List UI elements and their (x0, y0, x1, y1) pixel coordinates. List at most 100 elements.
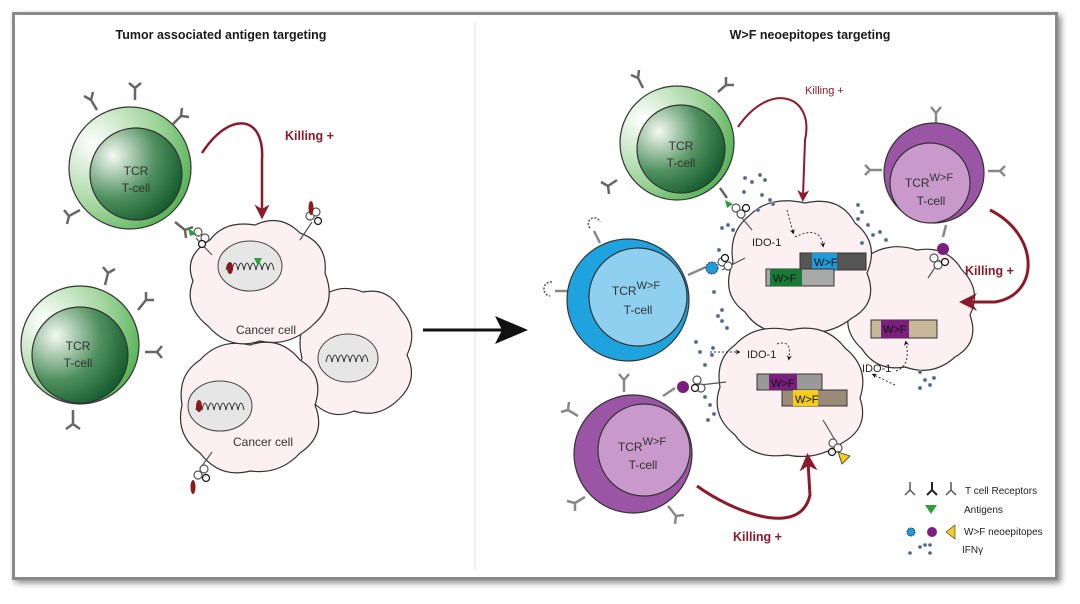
antigen-marker-red (308, 201, 314, 215)
ifn-dot (719, 318, 725, 324)
neoepitope-purple-icon (937, 243, 949, 255)
right-tcell-purple-bottom: TCRW>F T-cell (560, 373, 851, 525)
dna-strand (195, 402, 245, 411)
left-panel-title: Tumor associated antigen targeting (116, 28, 327, 42)
ifn-dot (697, 349, 703, 355)
tcell-label: TCRW>F (905, 172, 953, 190)
right-tcell-blue: TCRW>F T-cell (543, 217, 746, 362)
ido-1-label: IDO-1 (752, 237, 781, 249)
ifn-gamma-dots (693, 172, 937, 423)
ifn-dot (757, 172, 763, 178)
t-cell-receptor-icon (65, 266, 163, 431)
t-cell-receptor-icon (63, 82, 194, 239)
cancer-cell-label: Cancer cell (233, 435, 293, 449)
tcell-label: TCR (66, 339, 91, 353)
tcell-label: TCRW>F (618, 436, 666, 454)
cancer-cell-label: Cancer cell (236, 323, 296, 337)
tcell-label: T-cell (122, 181, 151, 195)
ifn-dot (859, 240, 865, 246)
wf-segment-purple (881, 320, 909, 338)
ifn-dot (719, 307, 725, 313)
wf-label: W>F (883, 324, 907, 336)
ifn-dot (693, 339, 699, 345)
antigen-marker-red (227, 262, 233, 274)
t-cell-receptor-icon (560, 373, 685, 525)
killing-label: Killing + (965, 264, 1014, 278)
tcell-label: T-cell (64, 356, 93, 370)
t-cell-receptor-icons (904, 482, 957, 496)
ifn-dot (859, 209, 865, 215)
dna-strand (225, 262, 275, 271)
tcell-label: TCRW>F (612, 280, 660, 298)
killing-label: Killing + (733, 530, 782, 544)
ifn-dot (927, 382, 933, 388)
antigen-triangle-icon (725, 200, 733, 208)
right-panel-title: W>F neoepitopes targeting (730, 28, 891, 42)
ifn-dot (931, 375, 937, 381)
killing-arrow (737, 97, 810, 202)
ifn-dot (741, 189, 747, 195)
ifn-dot (711, 289, 717, 295)
neoepitope-purple-icon (677, 381, 689, 393)
neoepitope-blue-icon (705, 261, 719, 275)
ifn-dot (865, 222, 871, 228)
ifn-dot (759, 192, 765, 198)
antigen-triangle-icon (188, 228, 197, 236)
ifn-dot (917, 369, 923, 375)
ifn-dot (762, 177, 768, 183)
ido-1-label: IDO-1 (747, 349, 776, 361)
ifn-dot (877, 229, 883, 235)
legend-label: W>F neoepitopes (964, 527, 1043, 538)
legend-label: IFNγ (962, 545, 983, 556)
ifn-dot (725, 222, 731, 228)
t-cell-receptor-icon (600, 69, 734, 199)
ifn-dots-icon (908, 543, 932, 555)
antigen-triangle-icon (925, 505, 937, 514)
left-cancer-cluster: Cancer cell Cancer cell (179, 201, 413, 494)
nucleus (187, 380, 253, 432)
ifn-dot (702, 362, 708, 368)
nucleus (317, 333, 379, 383)
ifn-dot (702, 394, 708, 400)
neoepitope-blue-icon (906, 527, 916, 537)
killing-arrow (696, 453, 818, 520)
ifn-dot (755, 207, 761, 213)
wf-label: W>F (795, 394, 819, 406)
ifn-dot (707, 402, 713, 408)
killing-label: Killing + (805, 85, 844, 97)
mhc-complex-icon (717, 253, 746, 271)
t-cell-receptor-icon (555, 230, 707, 293)
ifn-dot (710, 345, 716, 351)
right-cancer-cluster: IDO-1 IDO-1 IDO-1 W>F W>F W>F W>F W>F (710, 200, 976, 458)
neoepitope-yellow-icon (945, 524, 956, 540)
ifn-dot (730, 227, 736, 233)
wf-label: W>F (814, 257, 838, 269)
wf-segment-yellow (793, 390, 818, 406)
right-tcell-purple-top: TCRW>F T-cell (864, 106, 1006, 279)
ifn-dot (917, 385, 923, 391)
nucleus (217, 240, 283, 292)
tcell-label: TCR (669, 139, 694, 153)
antigen-marker-red (196, 400, 202, 412)
legend-label: Antigens (964, 505, 1003, 516)
killing-arrow (959, 208, 1030, 311)
antigen-marker-red (190, 480, 196, 494)
ifn-dot (870, 232, 876, 238)
ifn-dot (716, 247, 722, 253)
wf-segment-green (770, 269, 802, 286)
ifn-dot (922, 377, 928, 383)
neoepitope-purple-icon (927, 527, 937, 537)
killing-arrow (200, 122, 270, 220)
wf-label: W>F (773, 273, 797, 285)
ifn-dot (709, 352, 715, 358)
ifn-dot (855, 216, 861, 222)
ido-1-label: IDO-1 (862, 363, 891, 375)
dna-strand (325, 354, 369, 363)
tcell-label: T-cell (917, 194, 946, 208)
ifn-dot (855, 202, 861, 208)
tcell-label: T-cell (624, 303, 653, 317)
legend-label: T cell Receptors (965, 486, 1037, 497)
ifn-dot (767, 197, 773, 203)
wf-segment-purple (769, 374, 797, 390)
